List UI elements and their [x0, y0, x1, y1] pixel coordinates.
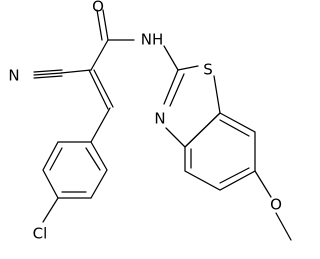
n-to-benzothiazole [163, 45, 179, 71]
atom-labels: O NH N S N Cl O [8, 0, 282, 243]
chemical-structure-diagram: O NH N S N Cl O [8, 0, 292, 243]
vinyl-to-aryl [90, 107, 111, 143]
benzothiazole-inner-bond-b [219, 167, 250, 184]
chlorophenyl-ring [42, 141, 108, 199]
bond-lines [33, 9, 292, 241]
nitrile-nitrogen-label: N [8, 67, 19, 85]
nitrile-triple-bond-c [33, 75, 63, 79]
chlorophenyl-inner-bond-a [85, 147, 101, 171]
chlorophenyl-inner-bond-c [49, 147, 63, 171]
thiazole-s-to-c7a [213, 75, 221, 114]
aryl-to-chlorine [42, 197, 59, 223]
carbonyl-oxygen-label: O [92, 0, 104, 16]
amide-nitrogen-label: NH [141, 31, 164, 49]
alpha-carbon-to-nitrile-carbon [60, 69, 92, 74]
thiazole-c2-to-s [177, 65, 199, 71]
thiazole-c2-to-n [163, 69, 179, 105]
benzothiazole-benzene-ring [184, 112, 256, 191]
benzothiazole-inner-bond-a [219, 119, 250, 137]
methoxy-oxygen-to-methyl [275, 212, 292, 241]
c3a-to-c7a-bond [184, 112, 221, 148]
thiazole-nitrogen-label: N [154, 110, 165, 128]
vinyl-double-bond-b [93, 69, 114, 108]
methoxy-oxygen-label: O [270, 196, 282, 214]
vinyl-double-bond-a [88, 69, 109, 110]
chlorine-label: Cl [33, 225, 48, 243]
carbonyl-bond-a [96, 9, 103, 41]
thiazole-c2-n-double-bond [169, 73, 185, 107]
aryl-to-methoxy-oxygen [254, 170, 272, 198]
amide-carbon-to-alpha-carbon [90, 39, 109, 71]
nitrile-triple-bond-b [33, 72, 63, 76]
carbonyl-bond-b [102, 9, 109, 41]
thiazole-sulfur-label: S [203, 61, 213, 79]
thiazole-n-to-c3a [165, 127, 186, 148]
nitrile-triple-bond-a [33, 69, 63, 73]
